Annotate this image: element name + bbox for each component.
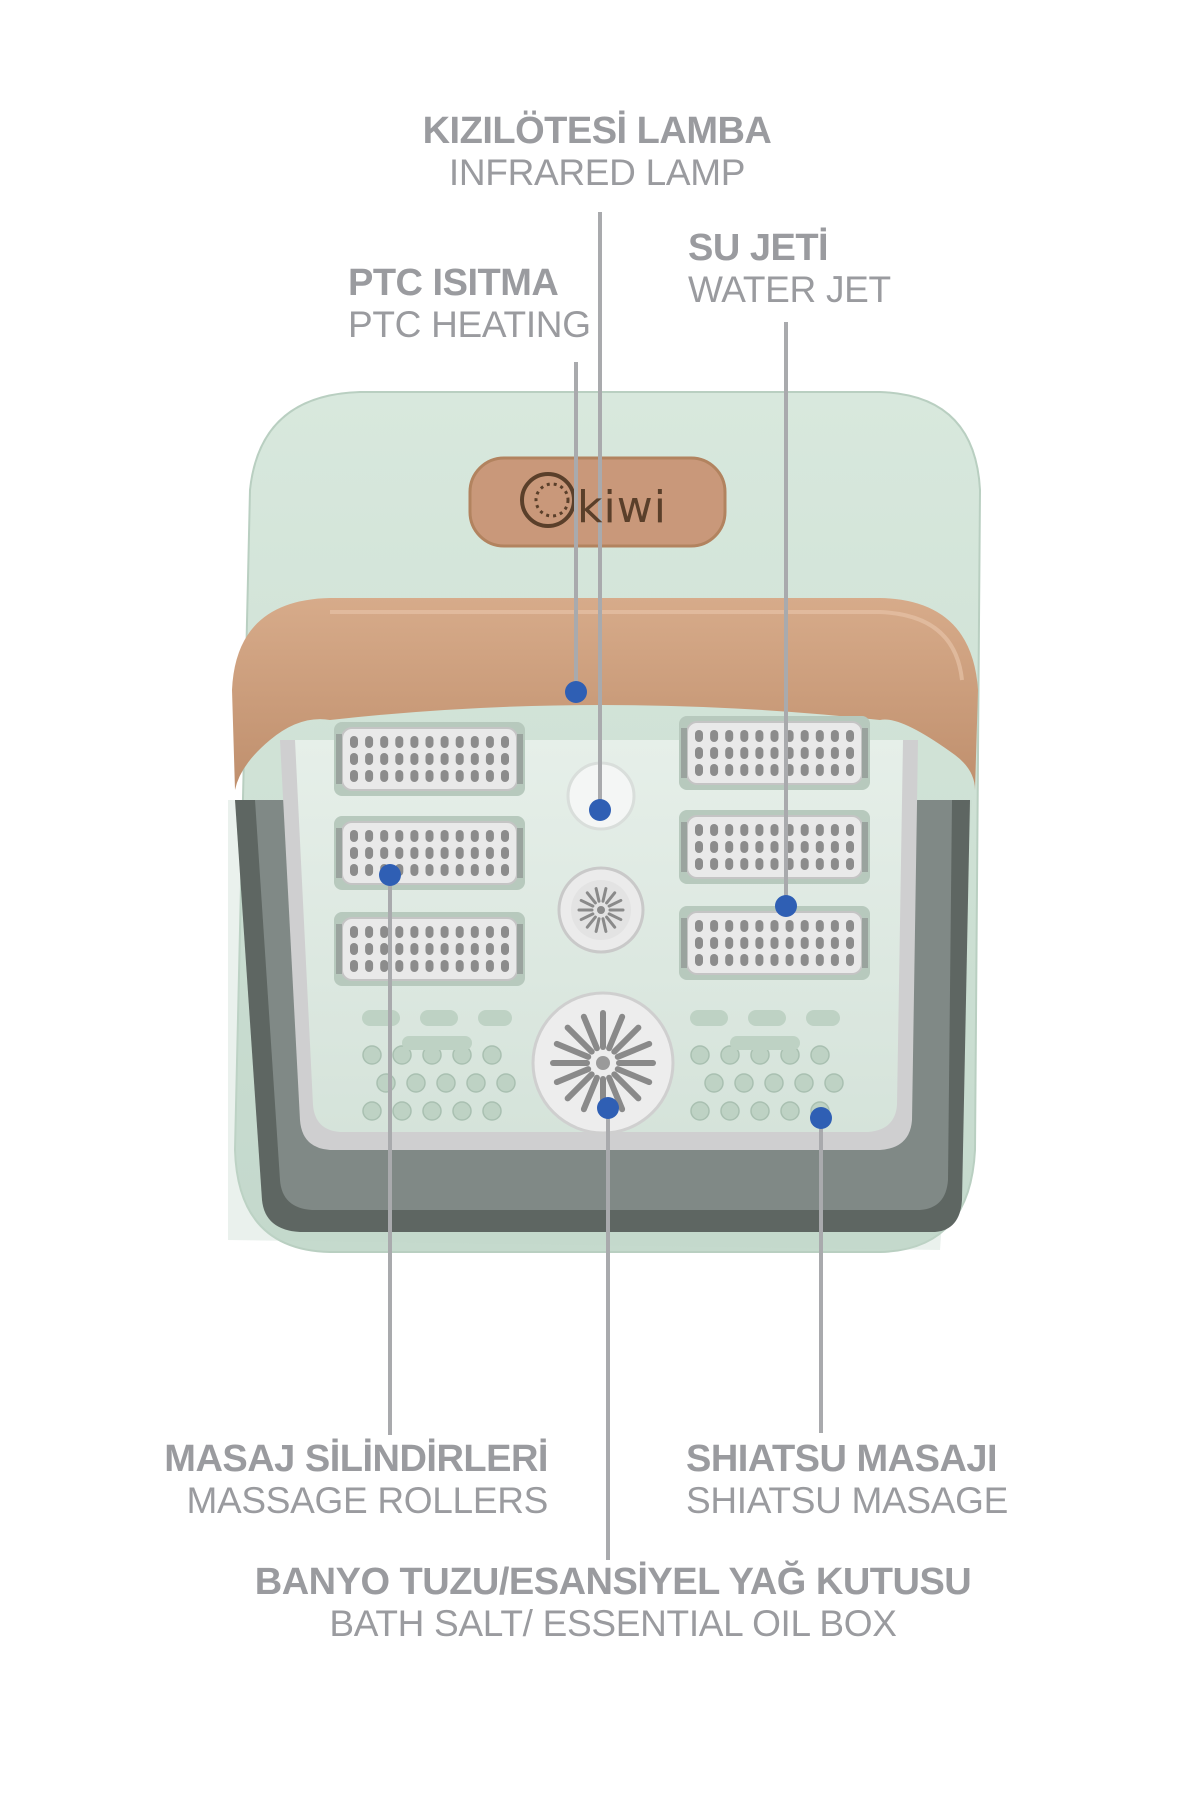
callout-rollers-en: MASSAGE ROLLERS [186,1480,548,1521]
rollers-left [334,722,525,986]
dot-jet [775,895,797,917]
callout-ptc-en: PTC HEATING [348,304,591,345]
callout-dots [379,681,832,1129]
brand-name: kiwi [577,482,667,533]
dot-bath [597,1097,619,1119]
callout-jet-en: WATER JET [688,269,891,310]
dot-rollers [379,864,401,886]
callout-shiatsu-en: SHIATSU MASAGE [686,1480,1009,1521]
dot-ptc [565,681,587,703]
roller-left-1 [334,722,525,796]
roller-left-2 [334,816,525,890]
callout-lines [388,212,823,1560]
dot-shiatsu [810,1107,832,1129]
callout-infrared-tr: KIZILÖTESİ LAMBA [422,110,772,152]
callout-massage-rollers: MASAJ SİLİNDİRLERİ MASSAGE ROLLERS [164,1440,548,1519]
roller-right-2 [679,810,870,884]
rollers-right [679,716,870,980]
callout-ptc-heating: PTC ISITMA PTC HEATING [348,264,591,343]
callout-water-jet: SU JETİ WATER JET [688,229,891,308]
callout-jet-tr: SU JETİ [688,227,829,269]
roller-right-3 [679,906,870,980]
spa-handle [232,598,978,790]
callout-ptc-tr: PTC ISITMA [348,262,559,304]
callout-shiatsu-tr: SHIATSU MASAJI [686,1438,998,1480]
callout-infrared-lamp: KIZILÖTESİ LAMBA INFRARED LAMP [423,112,772,191]
dot-infrared [589,799,611,821]
callout-infrared-en: INFRARED LAMP [448,152,746,193]
roller-right-1 [679,716,870,790]
bath-salt-box [531,991,675,1135]
roller-left-3 [334,912,525,986]
callout-shiatsu: SHIATSU MASAJI SHIATSU MASAGE [686,1440,1008,1519]
callout-bath-en: BATH SALT/ ESSENTIAL OIL BOX [329,1603,897,1644]
callout-rollers-tr: MASAJ SİLİNDİRLERİ [164,1438,548,1480]
shiatsu-bumps-left [362,1010,516,1121]
callout-bath-salt-box: BANYO TUZU/ESANSİYEL YAĞ KUTUSU BATH SAL… [254,1561,972,1644]
callout-bath-tr: BANYO TUZU/ESANSİYEL YAĞ KUTUSU [254,1561,972,1603]
center-jet-slots [577,887,625,933]
